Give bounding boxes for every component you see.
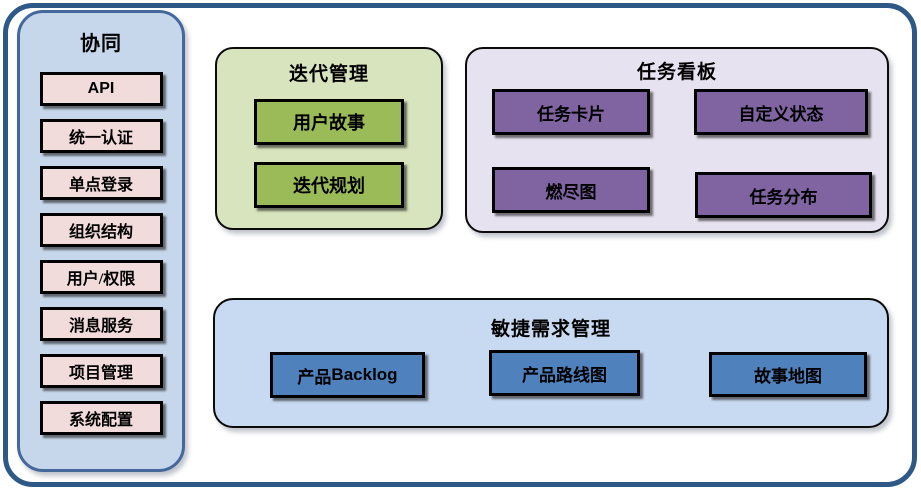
module-box-iteration-planning: 迭代规划 — [254, 162, 404, 208]
task-board-title: 任务看板 — [636, 62, 717, 83]
sidebar-item-project-management: 项目管理 — [39, 354, 163, 388]
iteration-item-list: 用户故事 迭代规划 — [217, 99, 441, 208]
module-box-task-distribution: 任务分布 — [695, 172, 872, 218]
module-box-product-roadmap: 产品路线图 — [489, 350, 640, 396]
sidebar-item-system-config: 系统配置 — [39, 401, 163, 435]
module-box-story-map: 故事地图 — [709, 352, 867, 397]
sidebar-item-org-structure: 组织结构 — [39, 213, 163, 247]
module-box-custom-status: 自定义状态 — [694, 89, 868, 135]
sidebar-item-api: API — [39, 72, 163, 106]
sidebar-item-user-permissions: 用户/权限 — [39, 260, 163, 294]
sidebar-item-sso: 单点登录 — [39, 166, 163, 200]
sidebar-item-unified-auth: 统一认证 — [39, 119, 163, 153]
sidebar-title: 协同 — [80, 33, 122, 55]
module-box-burndown-chart: 燃尽图 — [492, 167, 650, 213]
sidebar-collaboration-panel: 协同 API 统一认证 单点登录 组织结构 用户/权限 消息服务 项目管理 系统… — [17, 10, 185, 472]
sidebar-item-message-service: 消息服务 — [39, 307, 163, 341]
outer-frame — [3, 3, 917, 487]
sidebar-item-list: API 统一认证 单点登录 组织结构 用户/权限 消息服务 项目管理 系统配置 — [20, 72, 182, 435]
product-backlog-label-en: Backlog — [331, 365, 398, 384]
task-board-panel: 任务看板 任务卡片 自定义状态 燃尽图 任务分布 — [465, 47, 889, 233]
agile-requirements-title: 敏捷需求管理 — [490, 319, 611, 340]
product-backlog-label-zh: 产品 — [297, 367, 332, 387]
iteration-management-title: 迭代管理 — [288, 64, 369, 85]
module-box-task-card: 任务卡片 — [492, 89, 650, 135]
iteration-management-panel: 迭代管理 用户故事 迭代规划 — [215, 47, 443, 230]
module-box-user-story: 用户故事 — [254, 99, 404, 145]
